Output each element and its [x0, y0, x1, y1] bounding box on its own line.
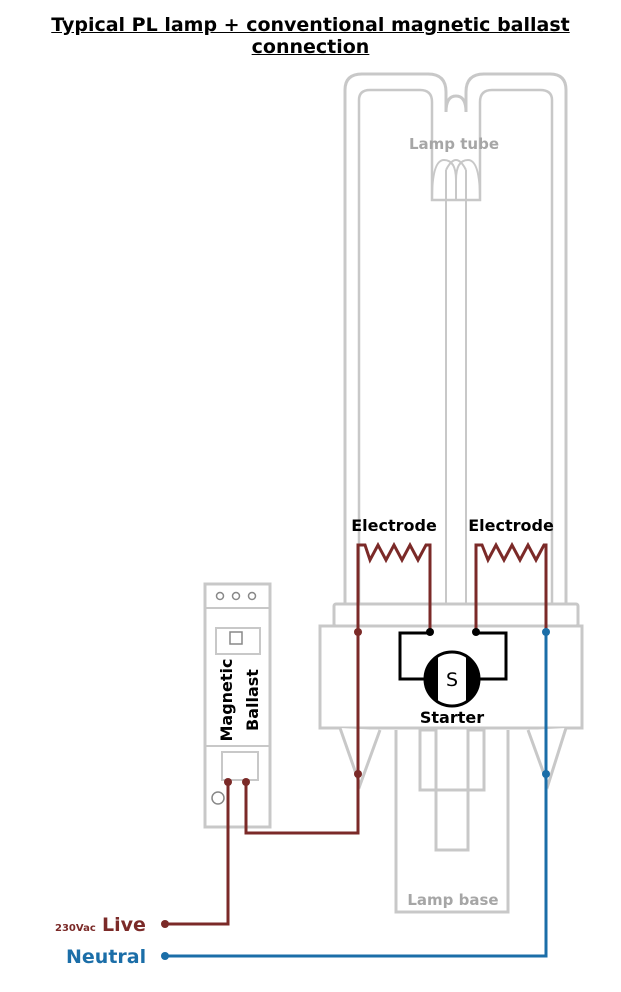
electrode-left-label: Electrode: [351, 516, 437, 535]
lamp-tube-label: Lamp tube: [409, 135, 499, 153]
magnetic-ballast: Magnetic Ballast: [203, 582, 272, 829]
lamp-base: [338, 727, 568, 914]
electrode-left: [356, 541, 432, 632]
lamp-base-label: Lamp base: [407, 891, 498, 909]
starter-icon: S: [423, 650, 481, 708]
diagram-title: Typical PL lamp + conventional magnetic …: [51, 14, 570, 58]
live-wire: [165, 632, 360, 926]
ballast-label-line1: Magnetic: [217, 658, 236, 741]
neutral-label: Neutral: [66, 946, 146, 968]
lamp-tube: [343, 72, 568, 615]
electrode-right-label: Electrode: [468, 516, 554, 535]
starter-circuit: [398, 631, 508, 681]
electrode-right: [474, 541, 548, 632]
voltage-label: 230Vac: [55, 923, 96, 934]
live-terminals: [161, 628, 480, 928]
starter-label: Starter: [420, 708, 484, 727]
ballast-label-line2: Ballast: [243, 669, 262, 731]
neutral-terminals: [161, 628, 550, 960]
live-label: Live: [102, 914, 146, 936]
starter-symbol: S: [446, 669, 458, 691]
neutral-wire: [165, 632, 548, 958]
